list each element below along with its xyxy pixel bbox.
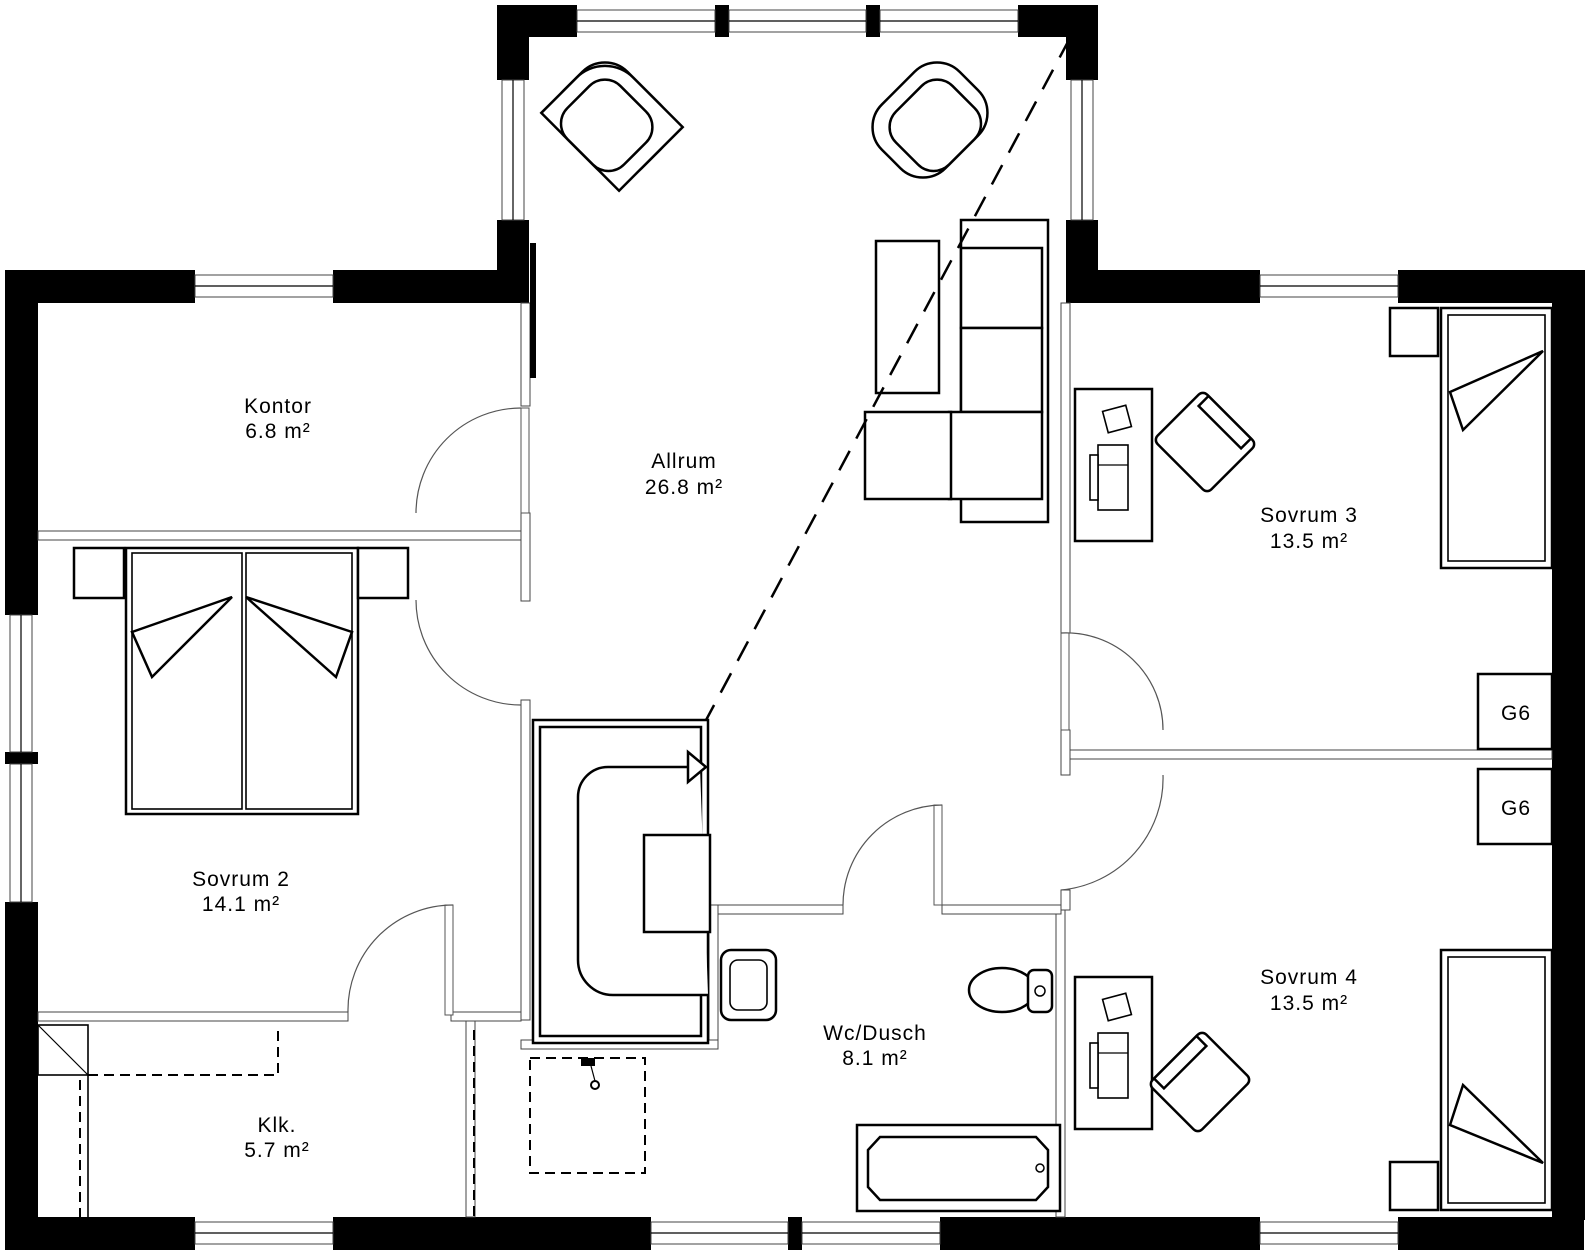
cabinet-g6-upper bbox=[1476, 672, 1554, 751]
armchair-right bbox=[871, 61, 989, 179]
room-name-sovrum3: Sovrum 3 bbox=[1260, 504, 1358, 527]
room-name-sovrum2: Sovrum 2 bbox=[192, 868, 290, 891]
room-area-kontor: 6.8 m² bbox=[245, 420, 311, 443]
room-name-klk: Klk. bbox=[257, 1114, 296, 1137]
room-area-sovrum2: 14.1 m² bbox=[202, 893, 280, 916]
g6-label-lower: G6 bbox=[1501, 797, 1531, 820]
room-name-wcdusch: Wc/Dusch bbox=[823, 1022, 927, 1045]
closet-shelves bbox=[37, 1024, 475, 1217]
windows bbox=[9, 9, 1399, 1245]
room-name-kontor: Kontor bbox=[244, 395, 312, 418]
desk-chair-sovrum3 bbox=[1154, 391, 1256, 493]
room-area-wcdusch: 8.1 m² bbox=[842, 1047, 908, 1070]
bathtub bbox=[855, 1123, 1062, 1213]
room-area-allrum: 26.8 m² bbox=[645, 476, 723, 499]
doors bbox=[347, 407, 1164, 1016]
room-name-allrum: Allrum bbox=[651, 450, 717, 473]
desk-sovrum4 bbox=[1073, 975, 1154, 1131]
tap-icon bbox=[581, 1058, 600, 1090]
room-area-klk: 5.7 m² bbox=[244, 1139, 310, 1162]
double-bed bbox=[72, 546, 410, 816]
outer-walls bbox=[5, 5, 1585, 1250]
stair-block bbox=[531, 718, 712, 1045]
g6-label-upper: G6 bbox=[1501, 702, 1531, 725]
desk-sovrum3 bbox=[1073, 387, 1154, 543]
armchair-left bbox=[539, 61, 685, 193]
utility-area bbox=[529, 1057, 646, 1174]
sink bbox=[719, 948, 778, 1022]
room-labels: Kontor 6.8 m² Allrum 26.8 m² Sovrum 3 13… bbox=[192, 395, 1531, 1162]
room-area-sovrum3: 13.5 m² bbox=[1270, 530, 1348, 553]
cabinet-g6-lower bbox=[1476, 767, 1554, 846]
bed-sovrum3 bbox=[1388, 306, 1554, 570]
toilet bbox=[967, 966, 1054, 1014]
room-name-sovrum4: Sovrum 4 bbox=[1260, 966, 1358, 989]
bed-sovrum4 bbox=[1388, 948, 1554, 1212]
desk-chair-sovrum4 bbox=[1149, 1031, 1251, 1133]
room-area-sovrum4: 13.5 m² bbox=[1270, 992, 1348, 1015]
interior-walls bbox=[37, 243, 1553, 1218]
sofa bbox=[863, 218, 1050, 524]
